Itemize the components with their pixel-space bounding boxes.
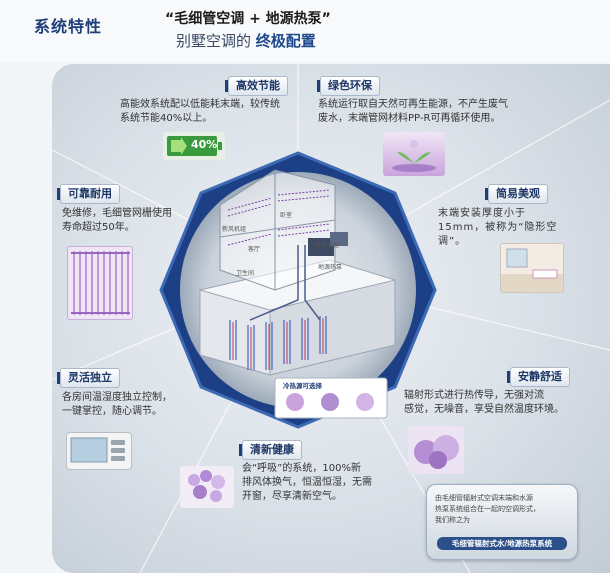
section-title: 系统特性	[34, 17, 103, 36]
feature-desc-comfort: 辐射形式进行热传导，无强对流 感觉，无噪音，享受自然温度环境。	[404, 390, 564, 415]
feature-title-comfort: 安静舒适	[507, 367, 570, 387]
system-tag: 由毛细管辐射式空调末端和水源 热泵系统组合在一起的空调形式， 我们称之为 毛细管…	[426, 484, 578, 560]
subtitle-prefix: 别墅空调的	[176, 32, 252, 50]
thermostat-icon	[70, 437, 125, 463]
diagram-label-5: 客厅	[248, 246, 261, 253]
feature-desc-efficiency: 高能效系统配以低能耗末端，较传统 系统节能40%以上。	[120, 99, 280, 124]
feature-title-flexible: 灵活独立	[57, 368, 120, 388]
subtitle-highlight: 终极配置	[255, 32, 316, 50]
diagram-label-6: 卧室	[280, 212, 293, 219]
feature-title-reliable: 可靠耐用	[57, 184, 120, 204]
feature-title-healthy: 清新健康	[239, 440, 302, 460]
battery-icon	[167, 136, 222, 156]
diagram-label-2: 地源热泵	[318, 264, 343, 271]
efficiency-badge-value: 40%	[191, 138, 218, 151]
diagram-label-1: 新风机组	[222, 226, 247, 233]
flower-icon	[414, 435, 459, 469]
healthy-flower-image	[180, 466, 234, 508]
diagram-label-3: 新风机组	[315, 242, 340, 249]
feature-title-aesthetic: 简易美观	[485, 184, 548, 204]
efficiency-badge: 40%	[163, 132, 225, 160]
feature-desc-reliable: 免维修，毛细管网栅使用 寿命超过50年。	[62, 208, 172, 233]
lilac-icon	[188, 470, 225, 502]
room-interior-image	[500, 243, 564, 293]
leaf-drop-icon	[392, 140, 436, 172]
capillary-grid-icon	[71, 251, 130, 315]
feature-desc-healthy: 会“呼吸”的系统，100%新 排风体换气，恒温恒湿，无需 开窗，尽享清新空气。	[242, 463, 372, 502]
feature-title-green: 绿色环保	[317, 76, 380, 96]
room-icon	[501, 244, 563, 292]
subtitle: 别墅空调的 终极配置	[176, 30, 316, 51]
system-tag-name: 毛细管辐射式水/地源热泵系统	[437, 537, 567, 550]
feature-desc-green: 系统运行取自天然可再生能源，不产生废气 废水，末端管网材料PP-R可再循环使用。	[318, 99, 508, 124]
building-diagram	[199, 169, 396, 419]
legend-title: 冷热源可选择	[283, 382, 322, 390]
comfort-image	[408, 426, 464, 474]
diagram-label-4: 卫生间	[236, 270, 255, 277]
header: 系统特性 “毛细管空调 + 地源热泵” 别墅空调的 终极配置	[0, 0, 610, 62]
thermostat-image	[66, 432, 132, 470]
feature-desc-aesthetic: 末端安装厚度小于 15mm，被称为“隐形空 调”。	[438, 208, 558, 247]
main-title: “毛细管空调 + 地源热泵”	[165, 11, 331, 27]
feature-title-efficiency: 高效节能	[225, 76, 288, 96]
feature-desc-flexible: 各房间温湿度独立控制， 一键掌控，随心调节。	[62, 392, 172, 417]
capillary-mat-image	[67, 246, 133, 320]
green-drop-image	[383, 132, 445, 176]
system-tag-text: 由毛细管辐射式空调末端和水源 热泵系统组合在一起的空调形式， 我们称之为	[435, 494, 540, 524]
